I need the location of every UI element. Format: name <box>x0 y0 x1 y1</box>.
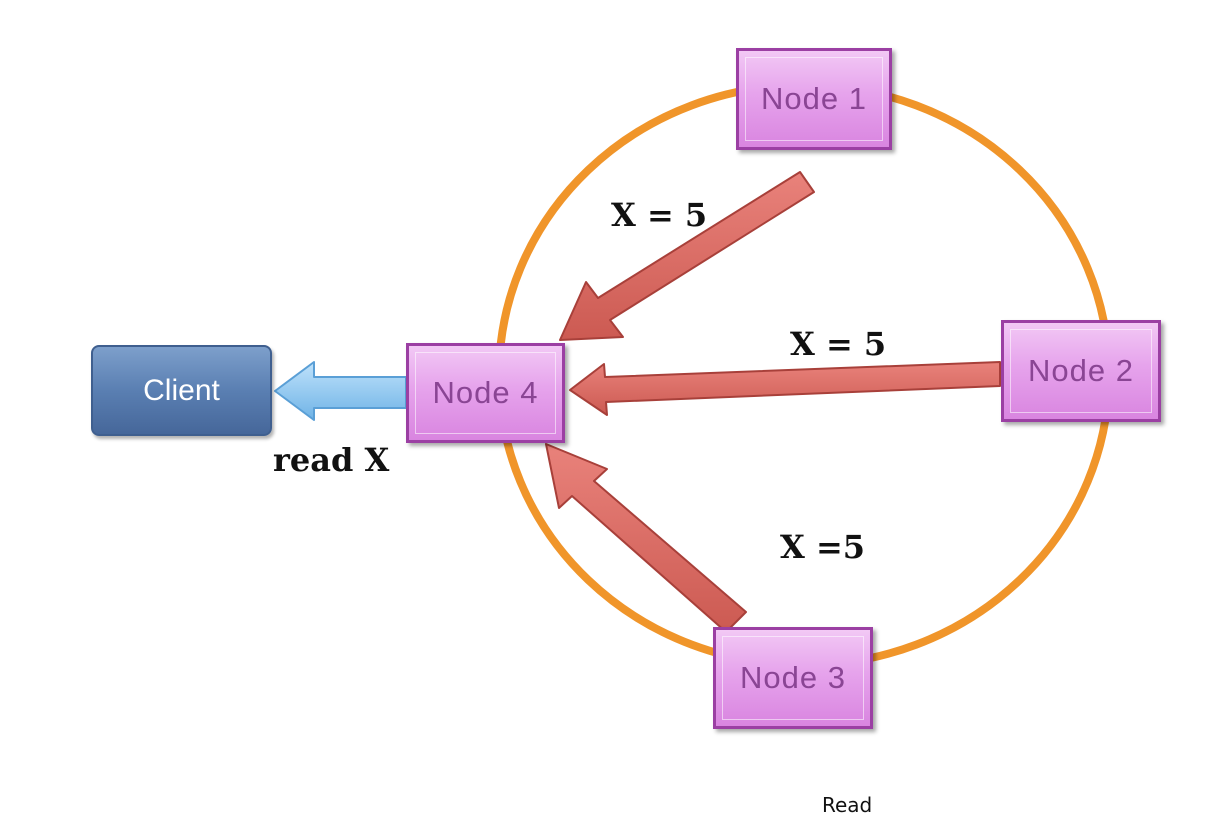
arrow-node2-to-node4 <box>569 361 1001 416</box>
client-label: Client <box>143 373 220 407</box>
arrow-node3-to-node4 <box>545 443 747 633</box>
node-4: Node 4 <box>406 343 565 443</box>
node-3-label: Node 3 <box>740 660 846 695</box>
client: Client <box>91 345 272 436</box>
node-2-label: Node 2 <box>1028 353 1134 388</box>
node-4-label: Node 4 <box>432 375 539 410</box>
node-1-label: Node 1 <box>761 81 867 116</box>
arrow-node1-to-node4 <box>559 171 815 341</box>
node-3: Node 3 <box>713 627 873 729</box>
arrow-node4-to-client <box>274 361 407 421</box>
message-node2: X = 5 <box>790 325 887 363</box>
read-request-label: read X <box>273 441 390 479</box>
node-2: Node 2 <box>1001 320 1161 422</box>
message-node3: X =5 <box>780 528 866 566</box>
message-node1: X = 5 <box>611 196 708 234</box>
diagram-caption: Read <box>822 793 873 817</box>
node-1: Node 1 <box>736 48 892 150</box>
